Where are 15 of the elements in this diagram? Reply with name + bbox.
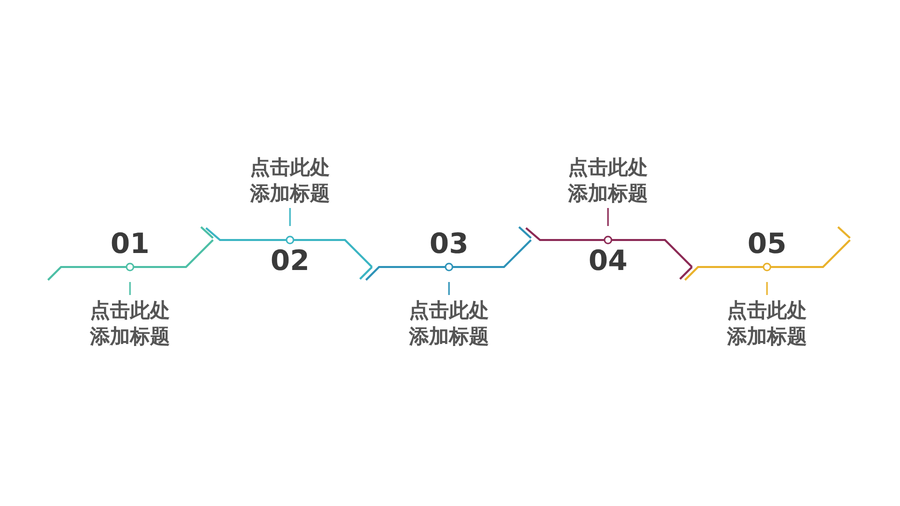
leader-line xyxy=(129,282,131,295)
step-number: 04 xyxy=(588,246,628,276)
step-title: 点击此处添加标题 xyxy=(562,154,654,206)
leader-line xyxy=(607,208,609,226)
step-title: 点击此处添加标题 xyxy=(84,297,176,349)
step-title: 点击此处添加标题 xyxy=(403,297,495,349)
leader-line xyxy=(766,282,768,295)
step-title: 点击此处添加标题 xyxy=(244,154,336,206)
step-number: 02 xyxy=(270,246,310,276)
step-number: 01 xyxy=(110,229,150,259)
step-number: 03 xyxy=(428,229,470,259)
step-number: 05 xyxy=(746,229,788,259)
step-title: 点击此处添加标题 xyxy=(721,297,813,349)
leader-line xyxy=(448,282,450,295)
leader-line xyxy=(289,208,291,226)
